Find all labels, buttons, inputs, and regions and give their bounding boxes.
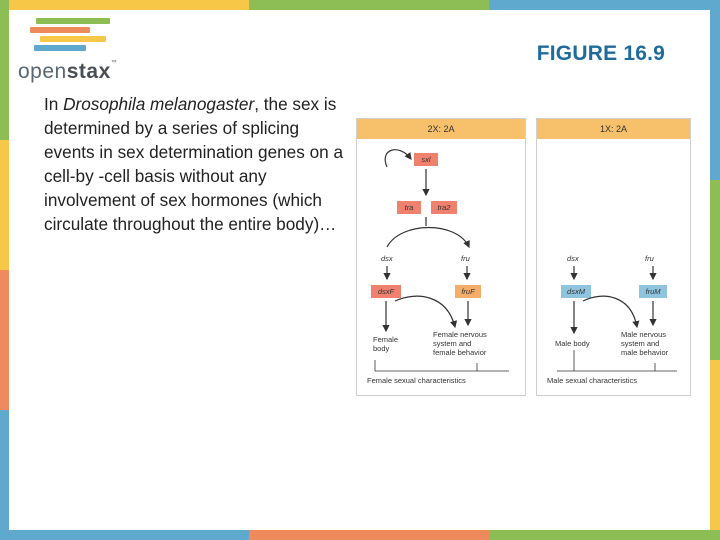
tra-box: tra xyxy=(397,201,421,214)
body-text-part: , the sex is determined by a series of s… xyxy=(44,94,344,234)
sxl-box: sxl xyxy=(414,153,438,166)
male-nervous-system-label: Male nervous system and male behavior xyxy=(621,330,669,357)
dsxF-box: dsxF xyxy=(371,285,401,298)
male-footer: Male sexual characteristics xyxy=(547,376,638,385)
logo-wordmark: openstax™ xyxy=(18,60,117,84)
male-body-label: Male body xyxy=(555,339,590,348)
logo-bar-blue xyxy=(34,45,86,51)
female-panel: 2X: 2A sxl tra tra2 dsx fru dsxF fruF Fe… xyxy=(356,118,526,396)
female-footer: Female sexual characteristics xyxy=(367,376,466,385)
right-frame-border xyxy=(710,10,720,530)
dsx-gene-label: dsx xyxy=(381,254,393,263)
logo-bar-orange xyxy=(30,27,90,33)
body-paragraph: In Drosophila melanogaster, the sex is d… xyxy=(44,92,344,236)
dsxM-box: dsxM xyxy=(561,285,591,298)
female-nervous-system-label: Female nervous system and female behavio… xyxy=(433,330,487,357)
species-name: Drosophila melanogaster xyxy=(63,94,255,114)
female-arrows xyxy=(374,149,509,372)
female-panel-header: 2X: 2A xyxy=(357,119,525,139)
body-text-part: In xyxy=(44,94,64,114)
logo-bar-green xyxy=(36,18,110,24)
sex-determination-diagram: 2X: 2A sxl tra tra2 dsx fru dsxF fruF Fe… xyxy=(356,118,691,396)
female-body-label: Female body xyxy=(373,335,399,353)
tra2-box: tra2 xyxy=(431,201,457,214)
logo-tm: ™ xyxy=(110,60,118,66)
fru-gene-label: fru xyxy=(461,254,470,263)
male-panel: 1X: 2A dsx fru dsxM fruM Male body Male … xyxy=(536,118,691,396)
male-panel-header: 1X: 2A xyxy=(537,119,690,139)
bottom-frame-border xyxy=(9,530,720,540)
logo-suffix: stax xyxy=(66,60,111,83)
fru-gene-label: fru xyxy=(645,254,654,263)
left-frame-border xyxy=(0,0,9,540)
male-arrows xyxy=(557,266,677,372)
openstax-logo: openstax™ xyxy=(18,16,128,86)
logo-prefix: open xyxy=(18,60,67,83)
figure-title: FIGURE 16.9 xyxy=(536,42,665,65)
top-frame-border xyxy=(9,0,720,10)
logo-bar-yellow xyxy=(40,36,106,42)
fruM-box: fruM xyxy=(639,285,667,298)
dsx-gene-label: dsx xyxy=(567,254,579,263)
fruF-box: fruF xyxy=(455,285,481,298)
